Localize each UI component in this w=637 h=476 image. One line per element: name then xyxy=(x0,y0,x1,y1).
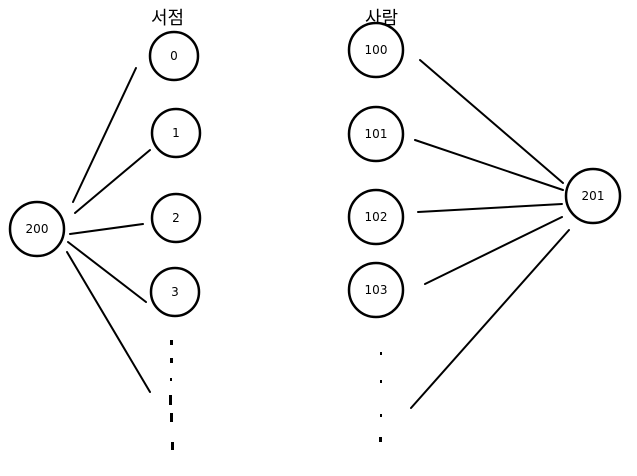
node-101: 101 xyxy=(347,105,405,163)
node-label: 100 xyxy=(365,43,388,57)
ellipsis-dot xyxy=(170,358,173,363)
group-title-bookstores: 서점 xyxy=(151,8,184,29)
ellipsis-dot xyxy=(169,395,172,405)
node-label: 1 xyxy=(172,126,180,140)
edge-103-201 xyxy=(424,216,563,285)
node-label: 200 xyxy=(26,222,49,236)
node-label: 3 xyxy=(171,285,179,299)
node-label: 2 xyxy=(172,211,180,225)
bookstore-ellipsis xyxy=(169,340,174,450)
people-ellipsis xyxy=(379,352,382,442)
node-circle xyxy=(148,30,200,82)
node-label: 103 xyxy=(365,283,388,297)
node-label: 201 xyxy=(582,189,605,203)
ellipsis-dot xyxy=(170,413,173,422)
ellipsis-dot xyxy=(380,414,382,417)
node-circle xyxy=(150,192,202,244)
node-circle xyxy=(347,105,405,163)
ellipsis-dot xyxy=(170,378,172,381)
edge-200-3 xyxy=(67,241,147,303)
edge-102-201 xyxy=(417,203,563,213)
ellipsis-dot xyxy=(380,380,382,383)
node-0: 0 xyxy=(148,30,200,82)
node-102: 102 xyxy=(347,188,405,246)
edge-200-1 xyxy=(74,149,151,214)
ellipsis-dot xyxy=(171,442,174,450)
edge-200-2 xyxy=(69,223,144,235)
ellipsis-dot xyxy=(170,340,173,345)
node-label: 101 xyxy=(365,127,388,141)
node-circle xyxy=(347,188,405,246)
ellipsis-dot xyxy=(379,437,382,442)
node-circle xyxy=(564,167,622,225)
node-circle xyxy=(347,21,405,79)
edge-200-0 xyxy=(72,67,137,203)
node-2: 2 xyxy=(150,192,202,244)
edge-more-201 xyxy=(410,229,570,409)
node-3: 3 xyxy=(149,266,201,318)
node-circle xyxy=(347,261,405,319)
node-label: 102 xyxy=(365,210,388,224)
node-circle xyxy=(8,200,66,258)
node-201: 201 xyxy=(564,167,622,225)
ellipsis-dot xyxy=(380,352,382,355)
edge-100-201 xyxy=(419,59,564,184)
node-circle xyxy=(150,107,202,159)
node-label: 0 xyxy=(170,49,178,63)
node-1: 1 xyxy=(150,107,202,159)
edge-101-201 xyxy=(414,139,564,191)
node-103: 103 xyxy=(347,261,405,319)
edge-200-more xyxy=(66,251,151,393)
node-200: 200 xyxy=(8,200,66,258)
node-circle xyxy=(149,266,201,318)
node-100: 100 xyxy=(347,21,405,79)
